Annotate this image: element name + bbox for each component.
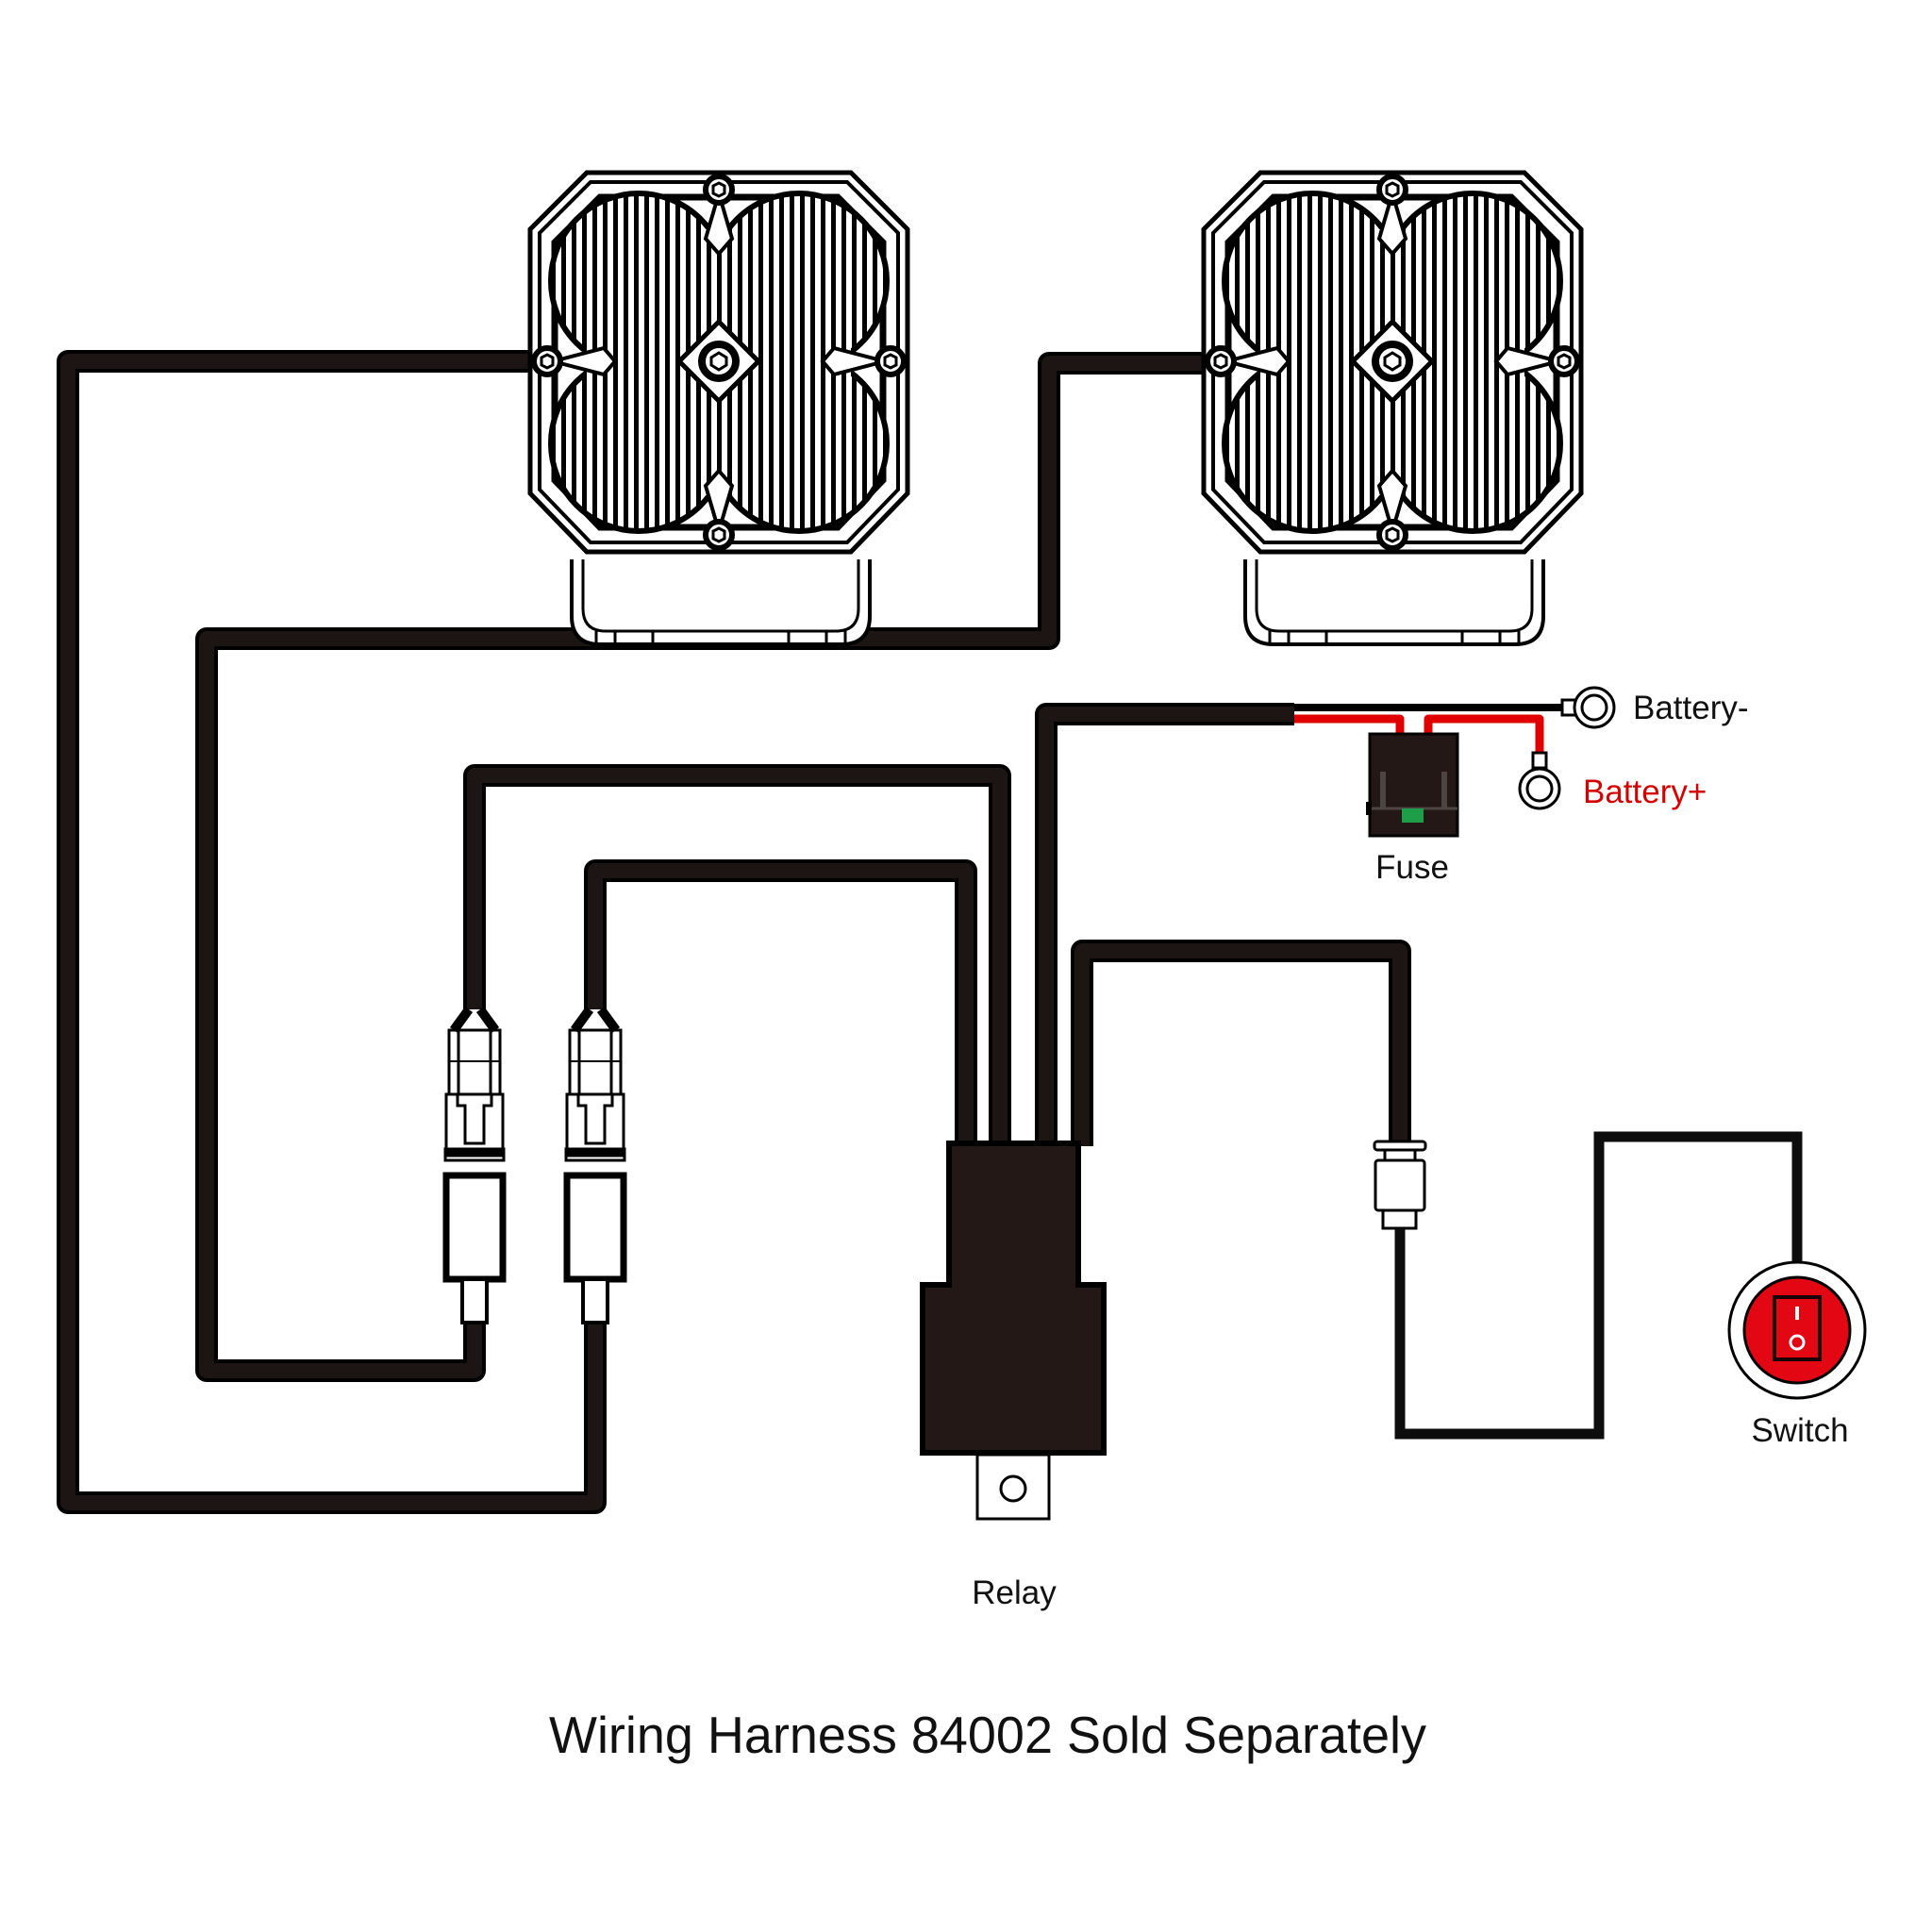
harness-wires xyxy=(57,350,1411,1514)
wire-switch-loop xyxy=(1394,1131,1803,1440)
battery-positive-terminal xyxy=(1518,751,1561,810)
wire-light1-to-connector2 xyxy=(57,350,607,1514)
fuse xyxy=(1366,732,1459,838)
battery-positive-label: Battery+ xyxy=(1583,774,1707,810)
wire-relay-to-switch xyxy=(1071,940,1411,1146)
battery-wires xyxy=(1294,704,1566,753)
wire-fuse-out xyxy=(1424,714,1544,753)
light-pod-icon xyxy=(1204,173,1581,644)
switch-connector xyxy=(1373,1140,1427,1230)
ring-terminal-icon xyxy=(1560,686,1616,729)
light-pod-2 xyxy=(1204,173,1581,644)
diagram-caption: Wiring Harness 84002 Sold Separately xyxy=(549,1706,1426,1764)
battery-negative-terminal xyxy=(1560,686,1616,729)
relay-label: Relay xyxy=(972,1574,1057,1611)
relay xyxy=(920,1141,1107,1521)
connector-icon xyxy=(563,1007,627,1324)
light-pod-icon xyxy=(530,173,908,644)
connector-1 xyxy=(442,1007,507,1324)
light-pod-1 xyxy=(530,173,908,644)
rocker-switch-icon xyxy=(1727,1260,1867,1400)
fuse-icon xyxy=(1366,732,1459,838)
fuse-label: Fuse xyxy=(1375,849,1449,886)
battery-negative-label: Battery- xyxy=(1633,690,1749,726)
connector-icon xyxy=(1373,1140,1427,1230)
switch-label: Switch xyxy=(1751,1412,1848,1449)
switch xyxy=(1727,1260,1867,1400)
ring-terminal-icon xyxy=(1518,751,1561,810)
connector-icon xyxy=(442,1007,507,1324)
wire-connector1-to-relay xyxy=(463,764,1011,1146)
wire-connector2-to-relay xyxy=(584,859,977,1146)
relay-icon xyxy=(920,1141,1107,1521)
wire-fuse-in xyxy=(1294,714,1405,736)
connector-2 xyxy=(563,1007,627,1324)
